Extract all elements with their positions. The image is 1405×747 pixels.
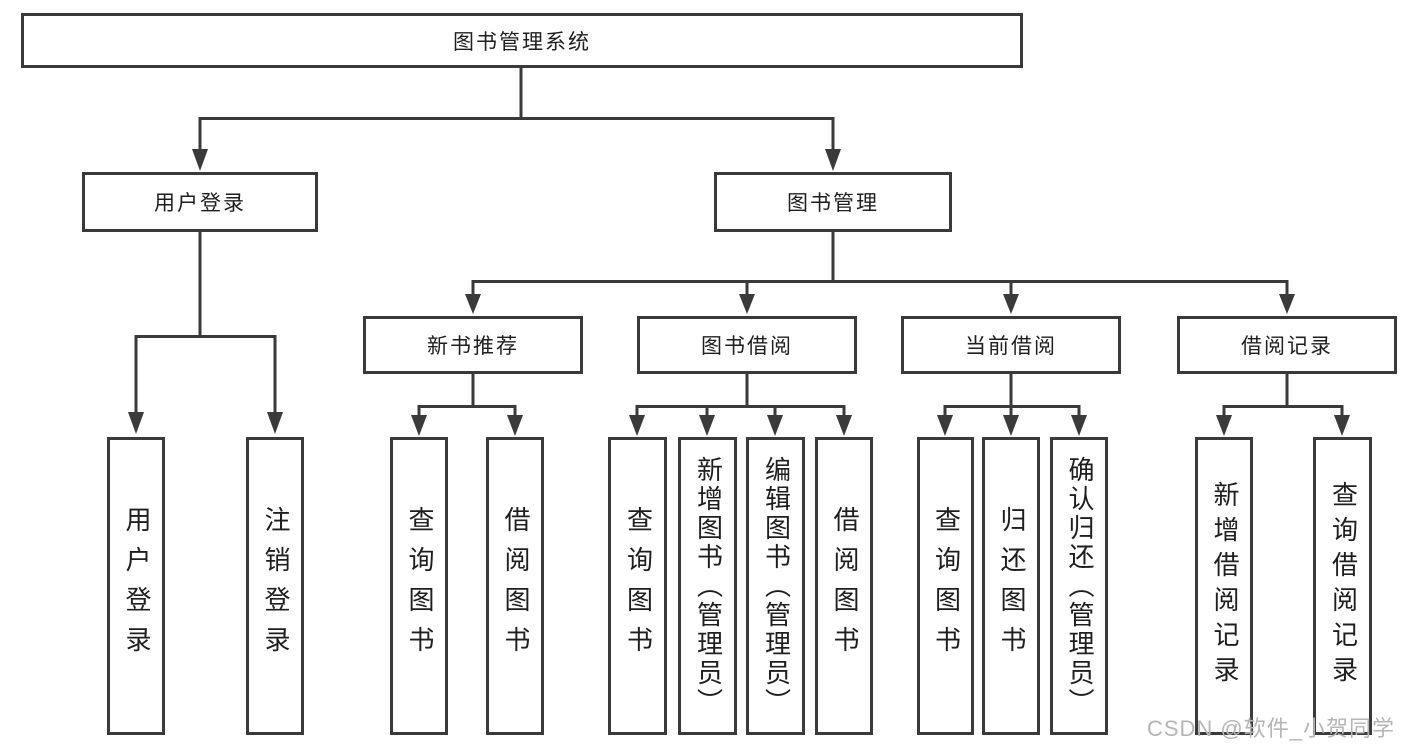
leaf-add-borrow-record-label: 新增借阅记录 <box>1209 481 1240 691</box>
leaf-query-books-borrow: 查询图书 <box>608 437 667 735</box>
csdn-watermark: CSDN @软件_小贺同学 <box>1146 716 1395 741</box>
leaf-query-borrow-record: 查询借阅记录 <box>1313 437 1372 735</box>
leaf-edit-books-admin-label: 编辑图书（管理员） <box>761 455 792 717</box>
leaf-query-books-current: 查询图书 <box>917 437 974 735</box>
leaf-logout-login-label: 注销登录 <box>260 506 291 666</box>
node-book-borrow: 图书借阅 <box>637 316 857 374</box>
node-new-book-recommend: 新书推荐 <box>363 316 583 374</box>
leaf-confirm-return-admin: 确认归还（管理员） <box>1050 437 1108 735</box>
leaf-user-login-label: 用户登录 <box>121 506 152 666</box>
node-borrow-records: 借阅记录 <box>1177 316 1397 374</box>
node-borrow-records-label: 借阅记录 <box>1241 335 1333 358</box>
leaf-borrow-books: 借阅图书 <box>815 437 873 735</box>
leaf-query-books-recommend: 查询图书 <box>390 437 448 735</box>
node-book-management-label: 图书管理 <box>787 192 879 215</box>
leaf-edit-books-admin: 编辑图书（管理员） <box>746 437 805 735</box>
connector-borrow-record-children <box>1216 373 1350 436</box>
leaf-borrow-books-label: 借阅图书 <box>829 506 860 666</box>
node-user-login: 用户登录 <box>82 172 318 232</box>
node-current-borrow: 当前借阅 <box>901 316 1121 374</box>
leaf-query-books-current-label: 查询图书 <box>931 506 962 666</box>
connector-current-borrow-children <box>937 373 1087 436</box>
node-root: 图书管理系统 <box>21 13 1023 68</box>
node-book-borrow-label: 图书借阅 <box>701 335 793 358</box>
leaf-borrow-books-recommend-label: 借阅图书 <box>500 506 531 666</box>
leaf-add-books-admin-label: 新增图书（管理员） <box>693 455 724 717</box>
connector-new-book-children <box>411 373 523 436</box>
leaf-add-books-admin: 新增图书（管理员） <box>678 437 737 735</box>
leaf-query-borrow-record-label: 查询借阅记录 <box>1328 481 1359 691</box>
connector-book-management-children <box>465 231 1295 314</box>
leaf-borrow-books-recommend: 借阅图书 <box>486 437 544 735</box>
leaf-return-books-label: 归还图书 <box>996 506 1027 666</box>
node-root-label: 图书管理系统 <box>453 30 591 54</box>
connector-book-borrow-children <box>629 373 852 436</box>
leaf-query-books-recommend-label: 查询图书 <box>404 506 435 666</box>
node-current-borrow-label: 当前借阅 <box>965 335 1057 358</box>
leaf-user-login: 用户登录 <box>107 437 165 735</box>
node-user-login-label: 用户登录 <box>154 192 246 215</box>
connector-root-to-level2 <box>192 66 841 171</box>
leaf-logout-login: 注销登录 <box>246 437 304 735</box>
node-new-book-recommend-label: 新书推荐 <box>427 335 519 358</box>
leaf-add-borrow-record: 新增借阅记录 <box>1195 437 1253 735</box>
leaf-return-books: 归还图书 <box>982 437 1040 735</box>
node-book-management: 图书管理 <box>714 172 952 232</box>
leaf-query-books-borrow-label: 查询图书 <box>623 506 654 666</box>
leaf-confirm-return-admin-label: 确认归还（管理员） <box>1064 455 1095 717</box>
connector-user-login-children <box>128 231 283 434</box>
